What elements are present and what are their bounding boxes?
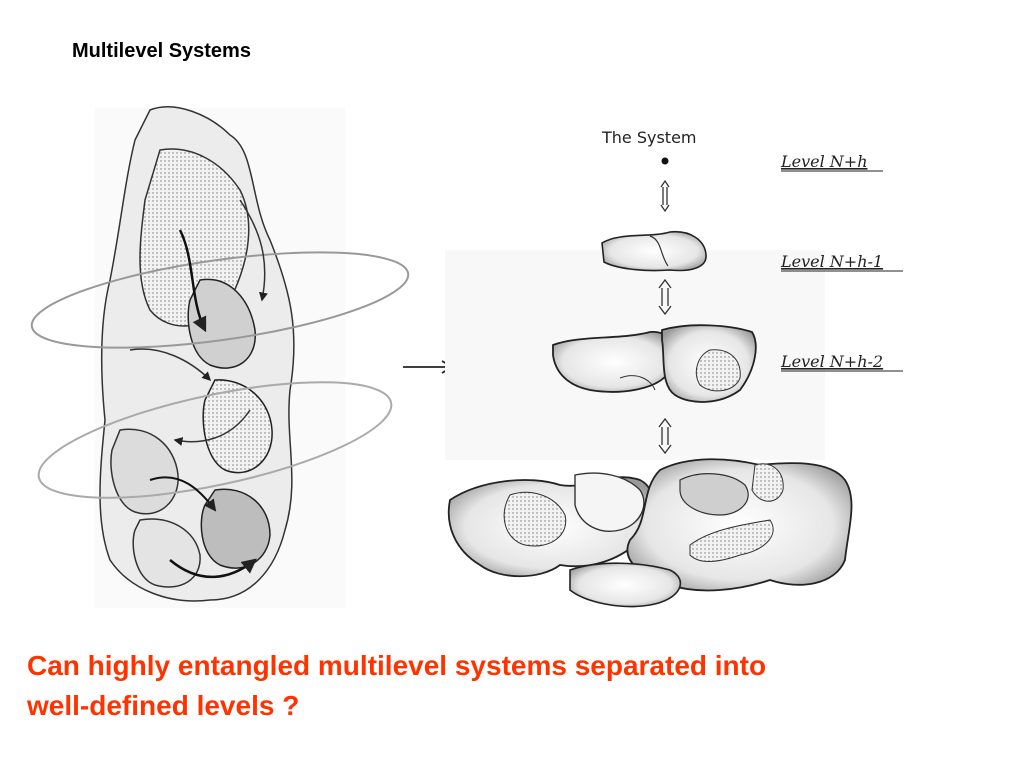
- level-label-bottom: Level N+h-2: [780, 352, 883, 371]
- system-label: The System: [601, 128, 697, 147]
- level-label-middle: Level N+h-1: [780, 252, 883, 271]
- level-label-top: Level N+h: [780, 152, 868, 171]
- entangled-system-illustration: [30, 106, 410, 608]
- slide-title: Multilevel Systems: [72, 40, 251, 62]
- question-text: Can highly entangled multilevel systems …: [27, 646, 987, 726]
- level-blob: [552, 324, 757, 403]
- double-arrow-icon: [658, 179, 672, 455]
- question-line-2: well-defined levels ?: [27, 690, 300, 721]
- system-dot: [661, 157, 669, 165]
- level-blob: [601, 230, 707, 272]
- level-blob: [447, 458, 853, 608]
- question-line-1: Can highly entangled multilevel systems …: [27, 650, 767, 681]
- transform-arrow-icon: [403, 360, 454, 374]
